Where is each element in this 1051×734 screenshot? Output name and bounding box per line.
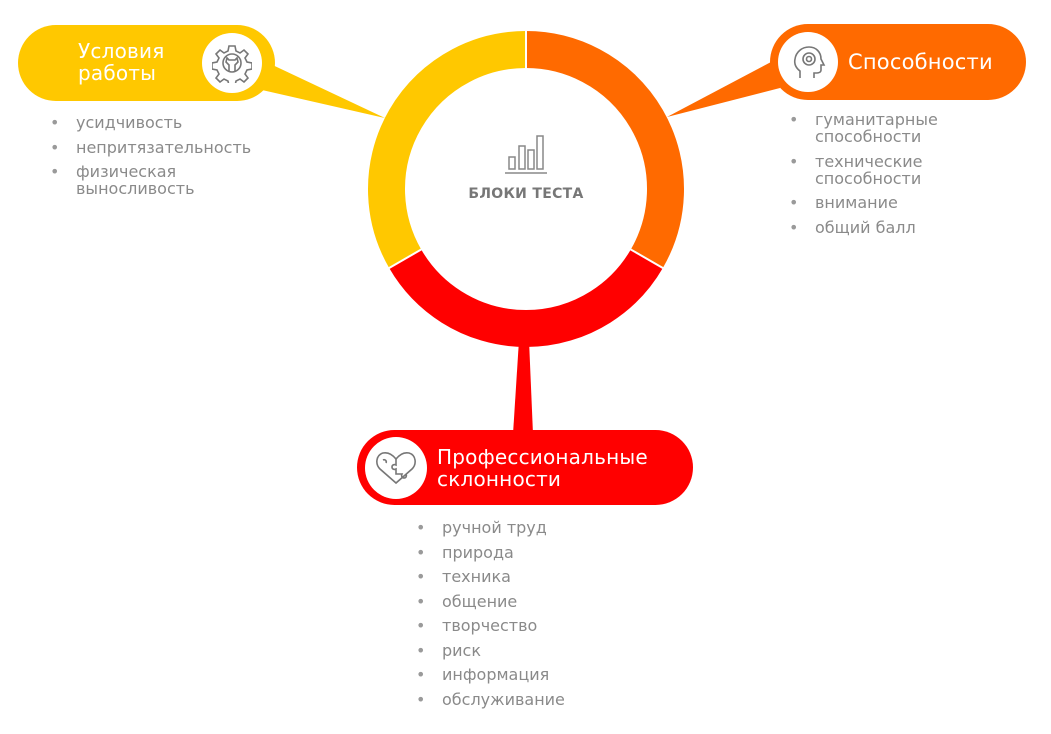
- inclinations-title-line2: склонности: [437, 467, 562, 491]
- list-item: ручной труд: [416, 519, 666, 536]
- abilities-block-header: Способности: [770, 24, 1026, 100]
- abilities-callout-tail: [667, 52, 790, 117]
- list-item: физическая выносливость: [50, 163, 226, 197]
- inclinations-title-line1: Профессиональные: [437, 445, 648, 469]
- heart-puzzle-icon: [365, 437, 427, 499]
- ring-separator: [386, 247, 424, 270]
- list-item: обслуживание: [416, 691, 666, 708]
- list-item: информация: [416, 666, 666, 683]
- abilities-list: гуманитарные способности технические спо…: [789, 111, 989, 243]
- ring-separator: [628, 247, 666, 270]
- inclinations-ring-segment: [389, 249, 663, 347]
- list-item: усидчивость: [50, 114, 290, 131]
- abilities-ring-segment: [525, 31, 684, 268]
- list-item: технические способности: [789, 153, 955, 187]
- bar-chart-icon: [505, 135, 547, 174]
- work-callout-tail: [245, 52, 385, 118]
- center-label: БЛОКИ ТЕСТА: [446, 130, 606, 202]
- list-item: внимание: [789, 194, 989, 211]
- work-block-header: Условия работы: [18, 25, 275, 101]
- head-gear-icon: [778, 32, 838, 92]
- list-item: непритязательность: [50, 139, 290, 156]
- list-item: риск: [416, 642, 666, 659]
- inclinations-block-header: Профессиональные склонности: [357, 430, 693, 505]
- list-item: техника: [416, 568, 666, 585]
- work-list: усидчивость непритязательность физическа…: [50, 114, 290, 205]
- inclinations-callout-tail: [513, 340, 533, 434]
- inclinations-list: ручной труд природа техника общение твор…: [416, 519, 666, 715]
- list-item: гуманитарные способности: [789, 111, 955, 145]
- list-item: творчество: [416, 617, 666, 634]
- work-ring-segment: [368, 31, 527, 268]
- list-item: природа: [416, 544, 666, 561]
- abilities-title: Способности: [848, 50, 993, 74]
- list-item: общий балл: [789, 219, 989, 236]
- gear-wrench-icon: [202, 33, 262, 93]
- center-title: БЛОКИ ТЕСТА: [468, 186, 584, 202]
- work-title-line2: работы: [78, 61, 157, 85]
- work-title-line1: Условия: [78, 39, 165, 63]
- list-item: общение: [416, 593, 666, 610]
